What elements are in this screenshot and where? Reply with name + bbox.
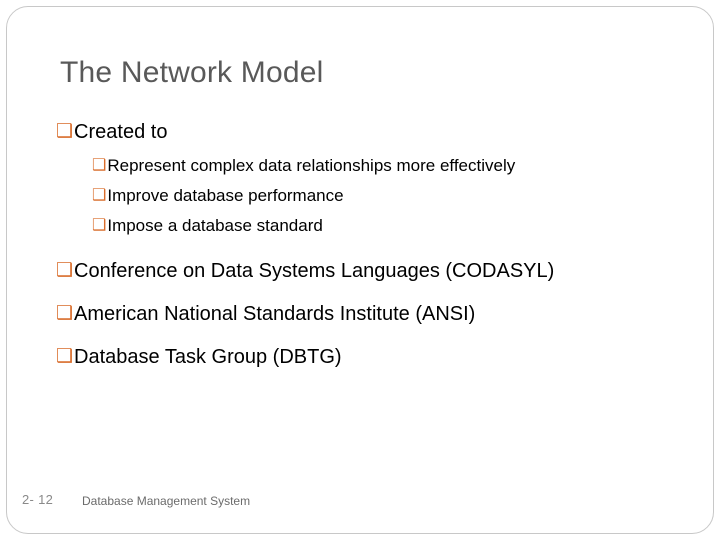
page-title: The Network Model <box>60 56 324 89</box>
bullet-impose-standard: ❑ Impose a database standard <box>92 215 672 237</box>
bullet-text: Created to <box>74 121 168 143</box>
bullet-text: Conference on Data Systems Languages (CO… <box>74 260 555 283</box>
slide-number: 2- 12 <box>22 492 54 507</box>
square-bullet-icon: ❑ <box>56 121 74 142</box>
sub-bullet-group: ❑ Represent complex data relationships m… <box>56 155 672 237</box>
bullet-ansi: ❑ American National Standards Institute … <box>56 302 672 327</box>
bullet-text: American National Standards Institute (A… <box>74 303 476 326</box>
square-bullet-icon: ❑ <box>56 260 74 282</box>
bullet-represent-relationships: ❑ Represent complex data relationships m… <box>92 155 672 177</box>
square-bullet-icon: ❑ <box>92 157 107 174</box>
slide-body: ❑ Created to ❑ Represent complex data re… <box>56 120 672 376</box>
bullet-text: Represent complex data relationships mor… <box>107 156 516 175</box>
bullet-text: Improve database performance <box>107 186 344 206</box>
square-bullet-icon: ❑ <box>92 217 107 235</box>
square-bullet-icon: ❑ <box>92 187 107 205</box>
footer-note: Database Management System <box>82 494 251 508</box>
bullet-dbtg: ❑ Database Task Group (DBTG) <box>56 345 672 370</box>
square-bullet-icon: ❑ <box>56 346 74 368</box>
bullet-text: Impose a database standard <box>107 216 323 236</box>
bullet-codasyl: ❑ Conference on Data Systems Languages (… <box>56 259 672 284</box>
bullet-text: Database Task Group (DBTG) <box>74 346 342 369</box>
bullet-improve-performance: ❑ Improve database performance <box>92 185 672 207</box>
bullet-created-to: ❑ Created to <box>56 120 672 145</box>
square-bullet-icon: ❑ <box>56 303 74 325</box>
